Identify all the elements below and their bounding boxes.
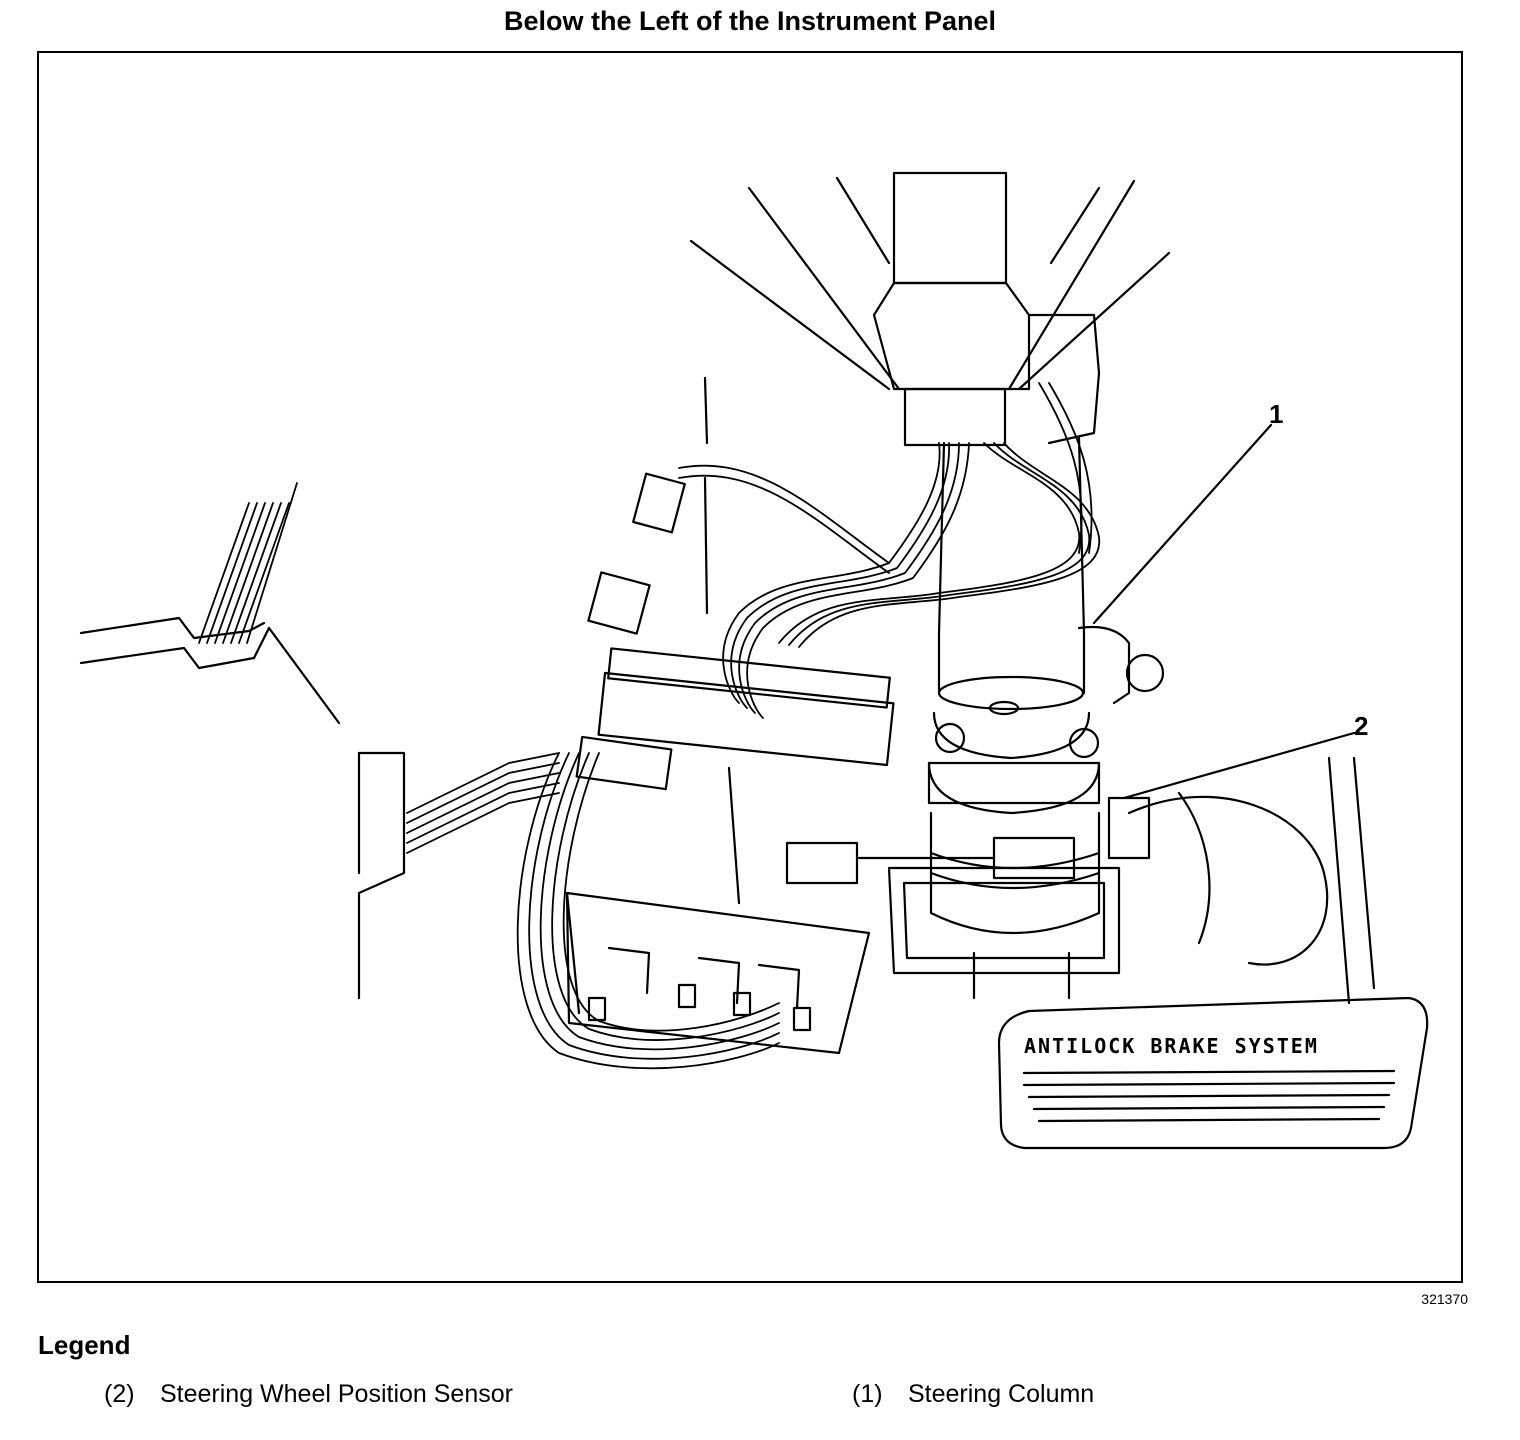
callout-leaders <box>1092 423 1356 800</box>
legend-item-number: (1) <box>852 1380 883 1408</box>
abs-pedal-label: ANTILOCK BRAKE SYSTEM <box>1024 1034 1319 1058</box>
column-bracket <box>887 866 1121 975</box>
diagram-title: Below the Left of the Instrument Panel <box>503 6 997 36</box>
reference-lines <box>703 376 1376 1005</box>
legend-item-label: Steering Wheel Position Sensor <box>160 1380 513 1408</box>
figure-id: 321370 <box>1421 1291 1468 1307</box>
callout-steering-column: 1 <box>1269 399 1283 429</box>
left-trim-panel <box>79 616 406 1000</box>
legend-item-number: (2) <box>104 1380 135 1408</box>
legend-item-steering-wheel-position-sensor: (2) Steering Wheel Position Sensor <box>104 1380 513 1409</box>
legend-item-steering-column: (1) Steering Column <box>852 1380 1094 1409</box>
fuse-block <box>565 891 871 1055</box>
legend-heading: Legend <box>38 1330 131 1360</box>
legend-item-label: Steering Column <box>908 1380 1095 1408</box>
abs-pedal <box>997 791 1429 1150</box>
connectors <box>575 472 1151 905</box>
diagram-frame: 1 2 ANTILOCK BRAKE SYSTEM <box>37 51 1463 1283</box>
line-illustration: 1 2 ANTILOCK BRAKE SYSTEM <box>79 171 1429 1150</box>
callout-steering-wheel-position-sensor: 2 <box>1354 711 1368 741</box>
steering-column-body <box>927 436 1165 1000</box>
column-upper-housing <box>872 171 1101 447</box>
wire-harness <box>198 382 1100 1070</box>
